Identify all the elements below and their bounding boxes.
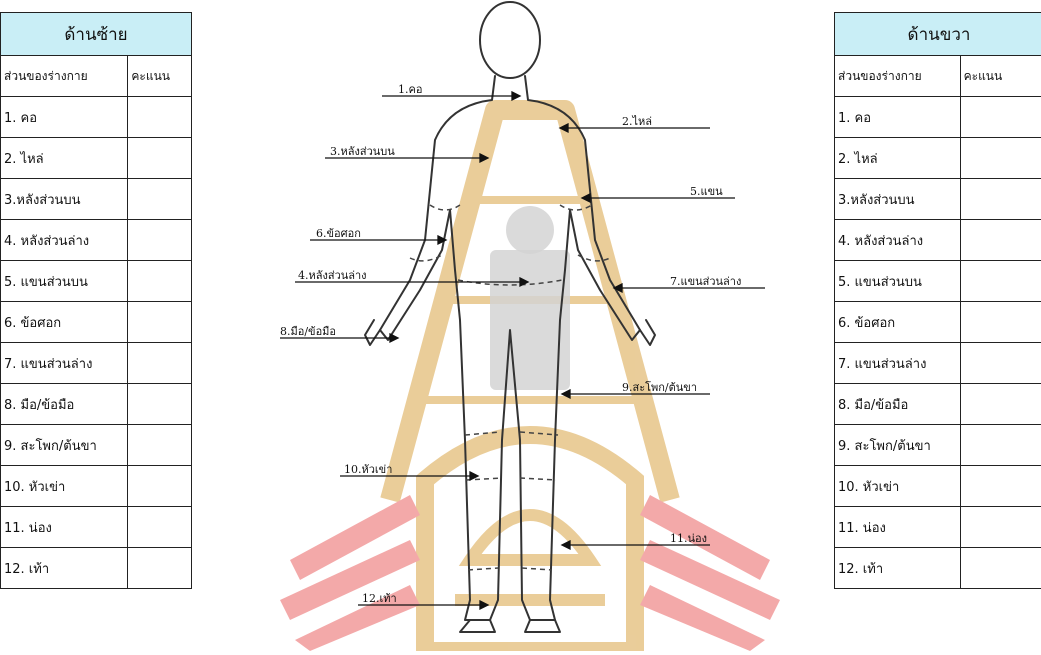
diagram-label-hip-thigh: 9.สะโพก/ต้นขา <box>622 378 697 396</box>
left-side-score-table: ด้านซ้าย ส่วนของร่างกาย คะแนน 1. คอ 2. ไ… <box>0 12 192 589</box>
table-row: 5. แขนส่วนบน <box>835 261 1041 302</box>
score-cell[interactable] <box>960 261 1041 302</box>
column-header-score: คะแนน <box>960 56 1041 97</box>
table-row: 12. เท้า <box>1 548 192 589</box>
body-part-cell: 11. น่อง <box>835 507 961 548</box>
diagram-label-knee: 10.หัวเข่า <box>344 460 392 478</box>
table-row: 7. แขนส่วนล่าง <box>1 343 192 384</box>
score-cell[interactable] <box>960 138 1041 179</box>
body-part-cell: 12. เท้า <box>1 548 128 589</box>
diagram-label-upper-back: 3.หลังส่วนบน <box>330 142 395 160</box>
column-header-score: คะแนน <box>128 56 192 97</box>
table-row: 3.หลังส่วนบน <box>835 179 1041 220</box>
table-row: 7. แขนส่วนล่าง <box>835 343 1041 384</box>
body-part-cell: 10. หัวเข่า <box>1 466 128 507</box>
right-side-score-table: ด้านขวา ส่วนของร่างกาย คะแนน 1. คอ 2. ไห… <box>834 12 1041 589</box>
body-part-cell: 1. คอ <box>835 97 961 138</box>
table-row: 11. น่อง <box>1 507 192 548</box>
table-row: 10. หัวเข่า <box>1 466 192 507</box>
body-part-cell: 9. สะโพก/ต้นขา <box>835 425 961 466</box>
table-row: 2. ไหล่ <box>1 138 192 179</box>
body-part-cell: 2. ไหล่ <box>835 138 961 179</box>
score-cell[interactable] <box>128 384 192 425</box>
score-cell[interactable] <box>960 179 1041 220</box>
body-part-cell: 3.หลังส่วนบน <box>1 179 128 220</box>
body-part-cell: 7. แขนส่วนล่าง <box>1 343 128 384</box>
table-title: ด้านขวา <box>835 13 1041 56</box>
score-cell[interactable] <box>128 302 192 343</box>
table-row: 6. ข้อศอก <box>835 302 1041 343</box>
diagram-label-hand-wrist: 8.มือ/ข้อมือ <box>280 322 336 340</box>
diagram-label-neck: 1.คอ <box>398 80 422 98</box>
score-cell[interactable] <box>128 261 192 302</box>
diagram-label-shoulder: 2.ไหล่ <box>622 112 652 130</box>
body-part-cell: 5. แขนส่วนบน <box>1 261 128 302</box>
score-cell[interactable] <box>128 507 192 548</box>
score-cell[interactable] <box>128 138 192 179</box>
score-cell[interactable] <box>960 425 1041 466</box>
column-header-body-part: ส่วนของร่างกาย <box>835 56 961 97</box>
score-cell[interactable] <box>960 220 1041 261</box>
diagram-label-foot: 12.เท้า <box>362 589 397 607</box>
table-row: 8. มือ/ข้อมือ <box>835 384 1041 425</box>
body-part-cell: 7. แขนส่วนล่าง <box>835 343 961 384</box>
table-row: 9. สะโพก/ต้นขา <box>835 425 1041 466</box>
table-row: 5. แขนส่วนบน <box>1 261 192 302</box>
body-part-cell: 4. หลังส่วนล่าง <box>1 220 128 261</box>
score-cell[interactable] <box>128 425 192 466</box>
score-cell[interactable] <box>960 302 1041 343</box>
table-row: 4. หลังส่วนล่าง <box>835 220 1041 261</box>
body-part-cell: 6. ข้อศอก <box>1 302 128 343</box>
body-part-cell: 3.หลังส่วนบน <box>835 179 961 220</box>
body-part-cell: 1. คอ <box>1 97 128 138</box>
score-cell[interactable] <box>128 466 192 507</box>
table-row: 1. คอ <box>1 97 192 138</box>
score-cell[interactable] <box>128 97 192 138</box>
diagram-label-calf: 11.น่อง <box>670 529 707 547</box>
table-row: 11. น่อง <box>835 507 1041 548</box>
table-row: 3.หลังส่วนบน <box>1 179 192 220</box>
score-cell[interactable] <box>960 466 1041 507</box>
score-cell[interactable] <box>128 343 192 384</box>
score-cell[interactable] <box>128 220 192 261</box>
body-part-cell: 6. ข้อศอก <box>835 302 961 343</box>
body-part-cell: 8. มือ/ข้อมือ <box>1 384 128 425</box>
table-row: 8. มือ/ข้อมือ <box>1 384 192 425</box>
body-part-cell: 8. มือ/ข้อมือ <box>835 384 961 425</box>
score-cell[interactable] <box>960 507 1041 548</box>
score-cell[interactable] <box>960 343 1041 384</box>
score-cell[interactable] <box>128 548 192 589</box>
score-cell[interactable] <box>128 179 192 220</box>
body-part-cell: 2. ไหล่ <box>1 138 128 179</box>
score-cell[interactable] <box>960 97 1041 138</box>
score-cell[interactable] <box>960 384 1041 425</box>
column-header-body-part: ส่วนของร่างกาย <box>1 56 128 97</box>
table-row: 2. ไหล่ <box>835 138 1041 179</box>
score-cell[interactable] <box>960 548 1041 589</box>
body-diagram: 1.คอ 2.ไหล่ 3.หลังส่วนบน 5.แขน 6.ข้อศอก … <box>270 0 790 651</box>
diagram-label-forearm: 7.แขนส่วนล่าง <box>670 272 741 290</box>
body-part-cell: 4. หลังส่วนล่าง <box>835 220 961 261</box>
body-part-cell: 10. หัวเข่า <box>835 466 961 507</box>
table-row: 12. เท้า <box>835 548 1041 589</box>
diagram-label-low-back: 4.หลังส่วนล่าง <box>298 266 367 284</box>
diagram-label-elbow: 6.ข้อศอก <box>316 224 361 242</box>
diagram-label-upper-arm: 5.แขน <box>690 182 723 200</box>
body-part-cell: 11. น่อง <box>1 507 128 548</box>
table-title: ด้านซ้าย <box>1 13 192 56</box>
body-part-cell: 5. แขนส่วนบน <box>835 261 961 302</box>
table-row: 4. หลังส่วนล่าง <box>1 220 192 261</box>
body-part-cell: 12. เท้า <box>835 548 961 589</box>
human-body-back-view-figure <box>270 0 790 651</box>
table-row: 10. หัวเข่า <box>835 466 1041 507</box>
table-row: 9. สะโพก/ต้นขา <box>1 425 192 466</box>
table-row: 1. คอ <box>835 97 1041 138</box>
table-row: 6. ข้อศอก <box>1 302 192 343</box>
body-part-cell: 9. สะโพก/ต้นขา <box>1 425 128 466</box>
